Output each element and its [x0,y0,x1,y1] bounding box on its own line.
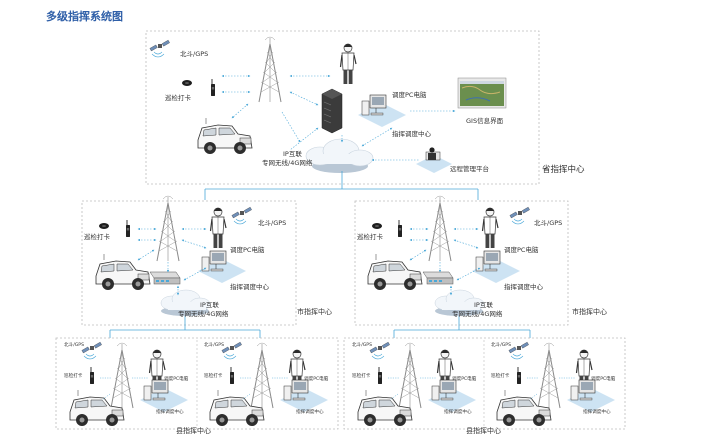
county-1-dispatch-center-label: 指挥调度中心 [156,410,184,415]
city-right-dispatch-center-label: 指挥调度中心 [504,283,543,291]
county-3-patrol-card-label: 巡检打卡 [352,374,371,379]
county-unit-1 [69,341,189,427]
city-county-links [109,316,531,338]
county-unit-4 [496,341,616,427]
province-pc-station-icon [357,94,407,128]
county-group-right [343,337,626,430]
city-right-ip-label: IP互联 [474,301,493,309]
county-2-beidou-gps-label: 北斗/GPS [204,343,224,348]
province-gis-label: GIS信息界面 [466,117,504,125]
county-4-beidou-gps-label: 北斗/GPS [491,343,511,348]
county-3-beidou-gps-label: 北斗/GPS [352,343,372,348]
county-2-dispatch-center-label: 指挥调度中心 [296,410,324,415]
city-right-beidou-gps-label: 北斗/GPS [534,219,563,227]
county-4-dispatch-center-label: 指挥调度中心 [583,410,611,415]
county-4-dispatch-pc-label: 调度PC电脑 [591,377,616,382]
county-2-dispatch-pc-label: 调度PC电脑 [304,377,329,382]
diagram-title: 多级指挥系统图 [46,10,123,23]
county-1-patrol-card-label: 巡检打卡 [64,374,83,379]
province-ip-label: IP互联 [283,150,302,158]
county-1-beidou-gps-label: 北斗/GPS [64,343,84,348]
province-center-label: 省指挥中心 [542,165,585,175]
province-person-icon [339,43,357,85]
province-patrol-tag-icon [182,80,192,86]
province-server-rack-icon [321,88,343,134]
province-frame [145,30,540,185]
county-unit-3 [357,341,477,427]
city-right [354,195,569,326]
county-4-patrol-card-label: 巡检打卡 [491,374,510,379]
county-3-dispatch-center-label: 指挥调度中心 [444,410,472,415]
city-left-ip-label: IP互联 [200,301,219,309]
county-right-center-label: 县指挥中心 [466,427,501,435]
city-left-dispatch-pc-label: 调度PC电脑 [230,246,265,254]
province-dispatch-center-label: 指挥调度中心 [392,130,431,138]
province-remote-platform-label: 远程管理平台 [450,165,489,173]
province-city-links [204,171,479,200]
province-network-label: 专网无线/4G网络 [262,159,313,167]
city-right-center-label: 市指挥中心 [572,308,607,316]
city-right-network-label: 专网无线/4G网络 [452,310,503,318]
province-patrol-card-label: 巡检打卡 [165,94,191,102]
county-unit-2 [209,341,329,427]
city-left-network-label: 专网无线/4G网络 [178,310,229,318]
province-beidou-gps-label: 北斗/GPS [180,50,209,58]
county-2-patrol-card-label: 巡检打卡 [204,374,223,379]
city-right-dispatch-pc-label: 调度PC电脑 [504,246,539,254]
city-left-dispatch-center-label: 指挥调度中心 [230,283,269,291]
province-dispatch-pc-label: 调度PC电脑 [392,91,427,99]
city-left-patrol-card-label: 巡检打卡 [84,233,110,241]
county-left-center-label: 县指挥中心 [176,427,211,435]
county-group-left [55,337,339,430]
city-left-beidou-gps-label: 北斗/GPS [258,219,287,227]
province-satellite-icon [149,39,170,58]
county-3-dispatch-pc-label: 调度PC电脑 [452,377,477,382]
gis-screen-icon [457,77,507,109]
province-vehicle-icon [197,117,253,155]
city-right-patrol-card-label: 巡检打卡 [357,233,383,241]
province-radio-icon [210,78,216,97]
county-1-dispatch-pc-label: 调度PC电脑 [164,377,189,382]
province-remote-operator-icon [415,146,453,174]
province-tower-icon [258,36,282,103]
province-network-cloud [305,138,374,173]
city-left [81,195,297,326]
city-left-center-label: 市指挥中心 [297,308,332,316]
